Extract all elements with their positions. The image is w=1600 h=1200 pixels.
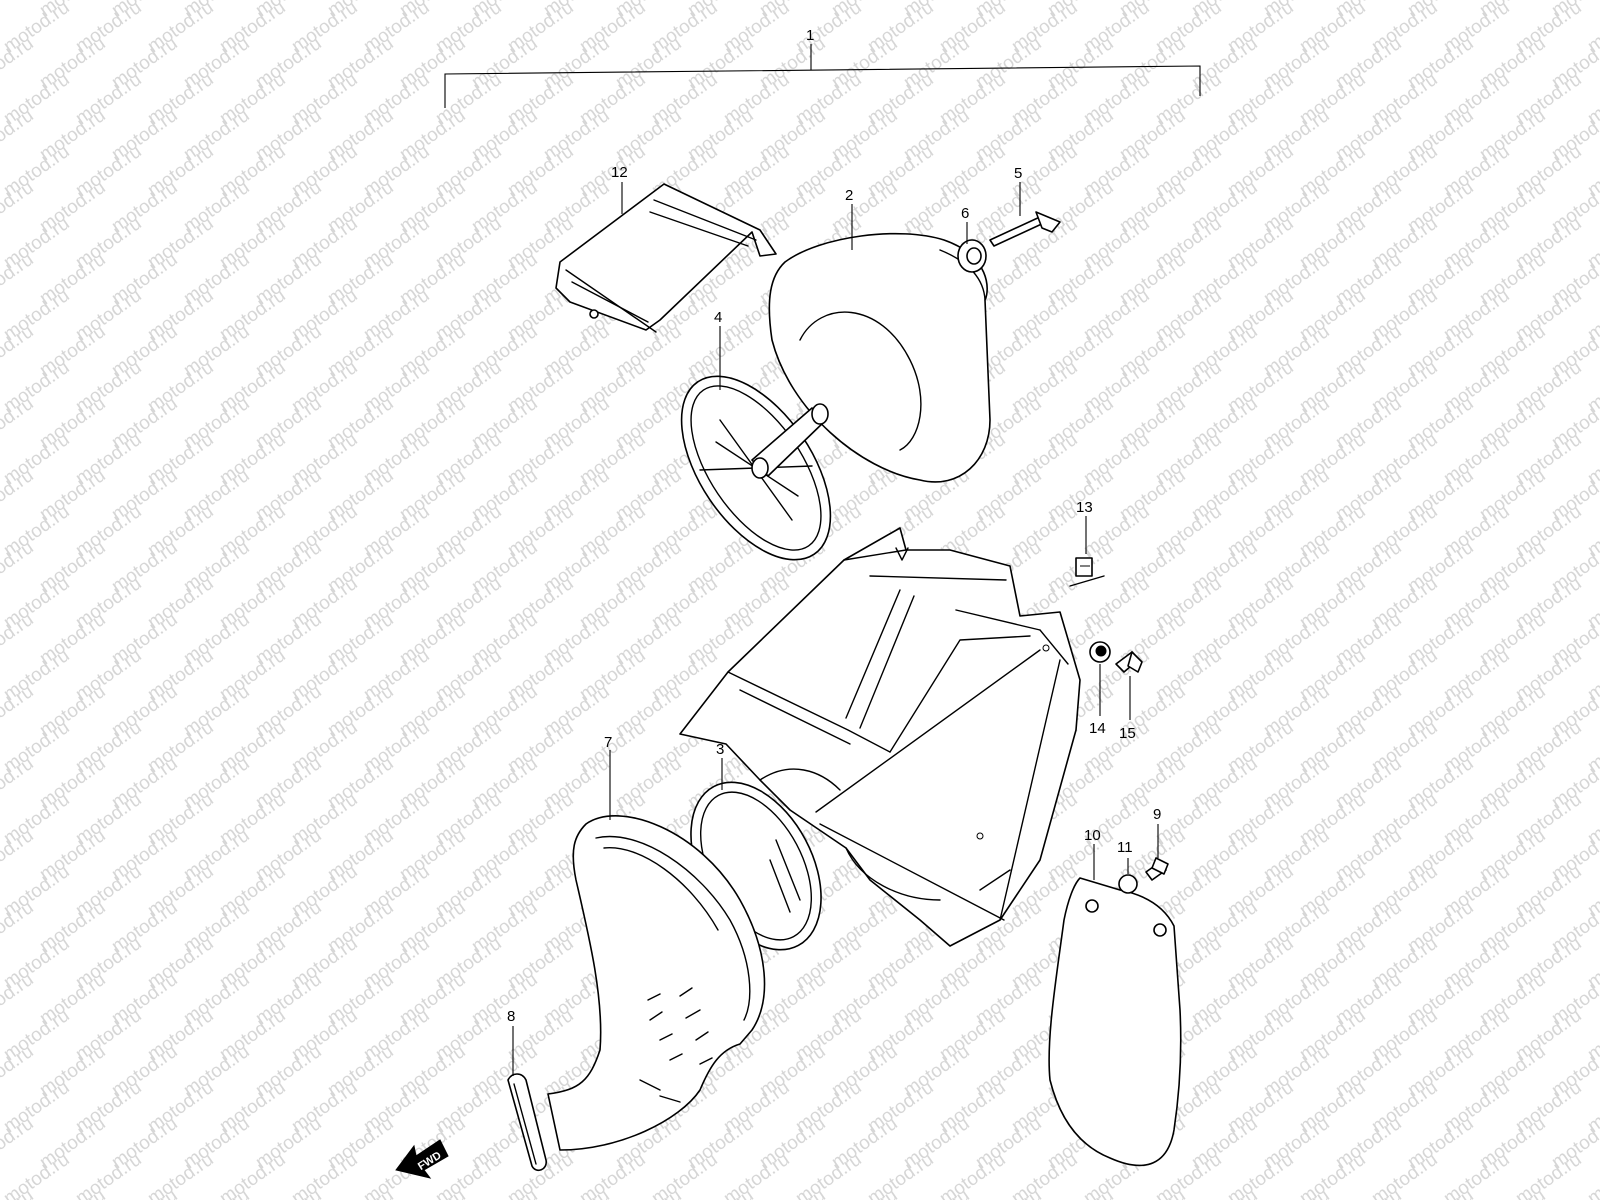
part-6-nut: 6 xyxy=(957,205,987,273)
part-9-bolt: 9 xyxy=(1145,806,1169,881)
part-5-bolt: 5 xyxy=(989,165,1061,247)
callout-8: 8 xyxy=(507,1008,515,1025)
callout-15: 15 xyxy=(1119,725,1136,742)
part-4-filter-cage: 4 xyxy=(680,309,832,561)
callout-10: 10 xyxy=(1084,827,1101,844)
fwd-direction-arrow: FWD xyxy=(395,1139,449,1179)
part-11-washer: 11 xyxy=(1117,839,1138,894)
part-14-washer: 14 xyxy=(1089,641,1111,737)
part-8-clamp: 8 xyxy=(507,1008,547,1172)
callout-1: 1 xyxy=(806,27,814,44)
part-12-cover: 12 xyxy=(555,164,777,333)
callout-14: 14 xyxy=(1089,720,1106,737)
air-cleaner-case xyxy=(679,527,1081,947)
callout-4: 4 xyxy=(714,309,722,326)
callout-2: 2 xyxy=(845,187,853,204)
part-10-side-cover: 10 xyxy=(1048,827,1182,1167)
callout-5: 5 xyxy=(1014,165,1022,182)
assembly-bracket: 1 xyxy=(444,27,1201,108)
part-13-clip-nut: 13 xyxy=(1069,499,1105,587)
callout-6: 6 xyxy=(961,205,969,222)
callout-3: 3 xyxy=(716,741,724,758)
part-15-bolt: 15 xyxy=(1115,651,1143,742)
callout-13: 13 xyxy=(1076,499,1093,516)
callout-11: 11 xyxy=(1117,839,1133,856)
callout-9: 9 xyxy=(1153,806,1161,823)
callout-12: 12 xyxy=(611,164,628,181)
callout-7: 7 xyxy=(604,734,612,751)
part-7-intake-duct: 7 xyxy=(547,734,766,1151)
